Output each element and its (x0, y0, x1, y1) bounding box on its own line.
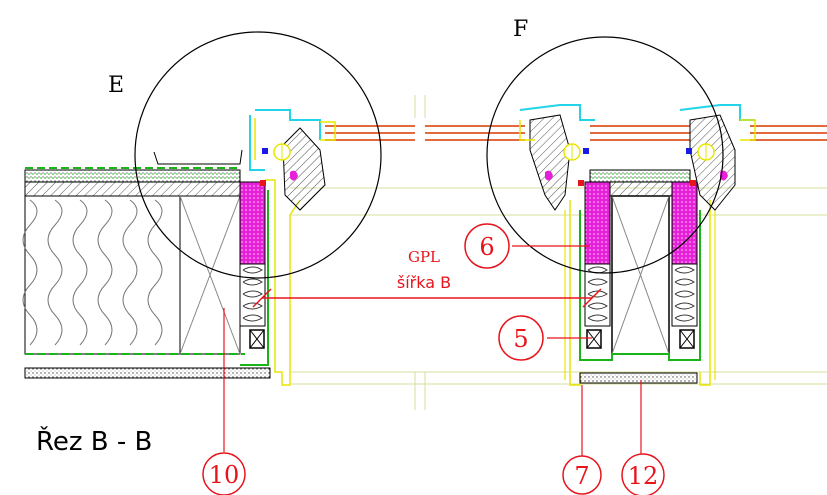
callout-7: 7 (574, 462, 589, 490)
dimension-label-width: šířka B (397, 273, 451, 292)
callout-10: 10 (209, 461, 240, 489)
left-wall (22, 167, 271, 379)
bottom-board (24, 367, 271, 379)
callout-12-circle (621, 453, 665, 495)
roof-green-layer (24, 169, 241, 183)
callout-12: 12 (628, 462, 659, 490)
dimension-label-gpl: GPL (408, 248, 440, 266)
callout-leaders (223, 245, 642, 456)
callout-5-circle (498, 315, 544, 361)
callout-10-circle (202, 452, 246, 495)
detail-circle-e (134, 31, 382, 279)
detail-circle-f (486, 36, 724, 274)
glass-panes (325, 125, 827, 141)
insulation (24, 195, 181, 355)
callout-5: 5 (513, 325, 528, 353)
dimension-line (252, 288, 602, 308)
roof-hatched-layer (24, 181, 241, 197)
detail-label-e: E (108, 73, 124, 98)
detail-label-f: F (513, 17, 528, 42)
section-title: Řez B - B (36, 425, 152, 457)
right-section (519, 104, 756, 386)
left-frame-profile (153, 109, 336, 386)
callout-6-circle (464, 223, 510, 269)
callout-7-circle (562, 455, 602, 495)
callout-6: 6 (479, 233, 494, 261)
callout-circles (202, 223, 665, 495)
insulation-pattern (22, 199, 163, 346)
